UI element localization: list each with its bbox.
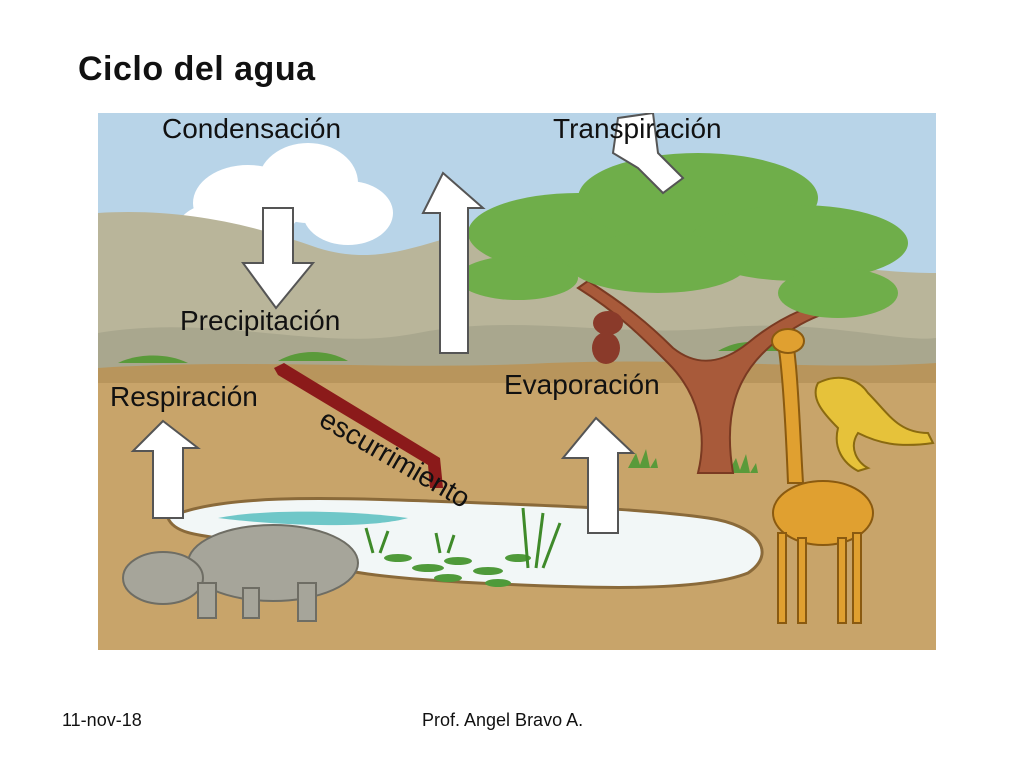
runoff-arrow <box>274 363 443 488</box>
arrow-respiracion <box>130 419 201 519</box>
footer-author: Prof. Angel Bravo A. <box>422 710 584 730</box>
pond-water <box>218 511 408 526</box>
arrow-condensacion <box>241 207 316 310</box>
lily-pads <box>384 554 531 587</box>
label-evaporacion: Evaporación <box>504 369 660 400</box>
tree-foliage <box>458 153 908 318</box>
water-cycle-scene: Condensación Transpiración Precipitación… <box>98 113 936 650</box>
label-respiracion: Respiración <box>110 381 258 412</box>
reeds <box>364 507 562 569</box>
koala <box>592 311 623 364</box>
hippo <box>122 524 359 622</box>
label-precipitacion: Precipitación <box>180 305 341 336</box>
giraffe <box>771 328 874 624</box>
scene-illustration <box>98 113 936 650</box>
label-transpiracion: Transpiración <box>553 113 722 144</box>
arrow-evaporacion <box>560 416 636 534</box>
arrow-precipitacion-up <box>421 171 486 354</box>
dinosaur <box>814 376 935 473</box>
slide-title: Ciclo del agua <box>78 50 316 88</box>
arrow-transpiracion <box>611 113 685 195</box>
label-condensacion: Condensación <box>162 113 342 144</box>
footer-date: 11-nov-18 <box>62 710 142 730</box>
